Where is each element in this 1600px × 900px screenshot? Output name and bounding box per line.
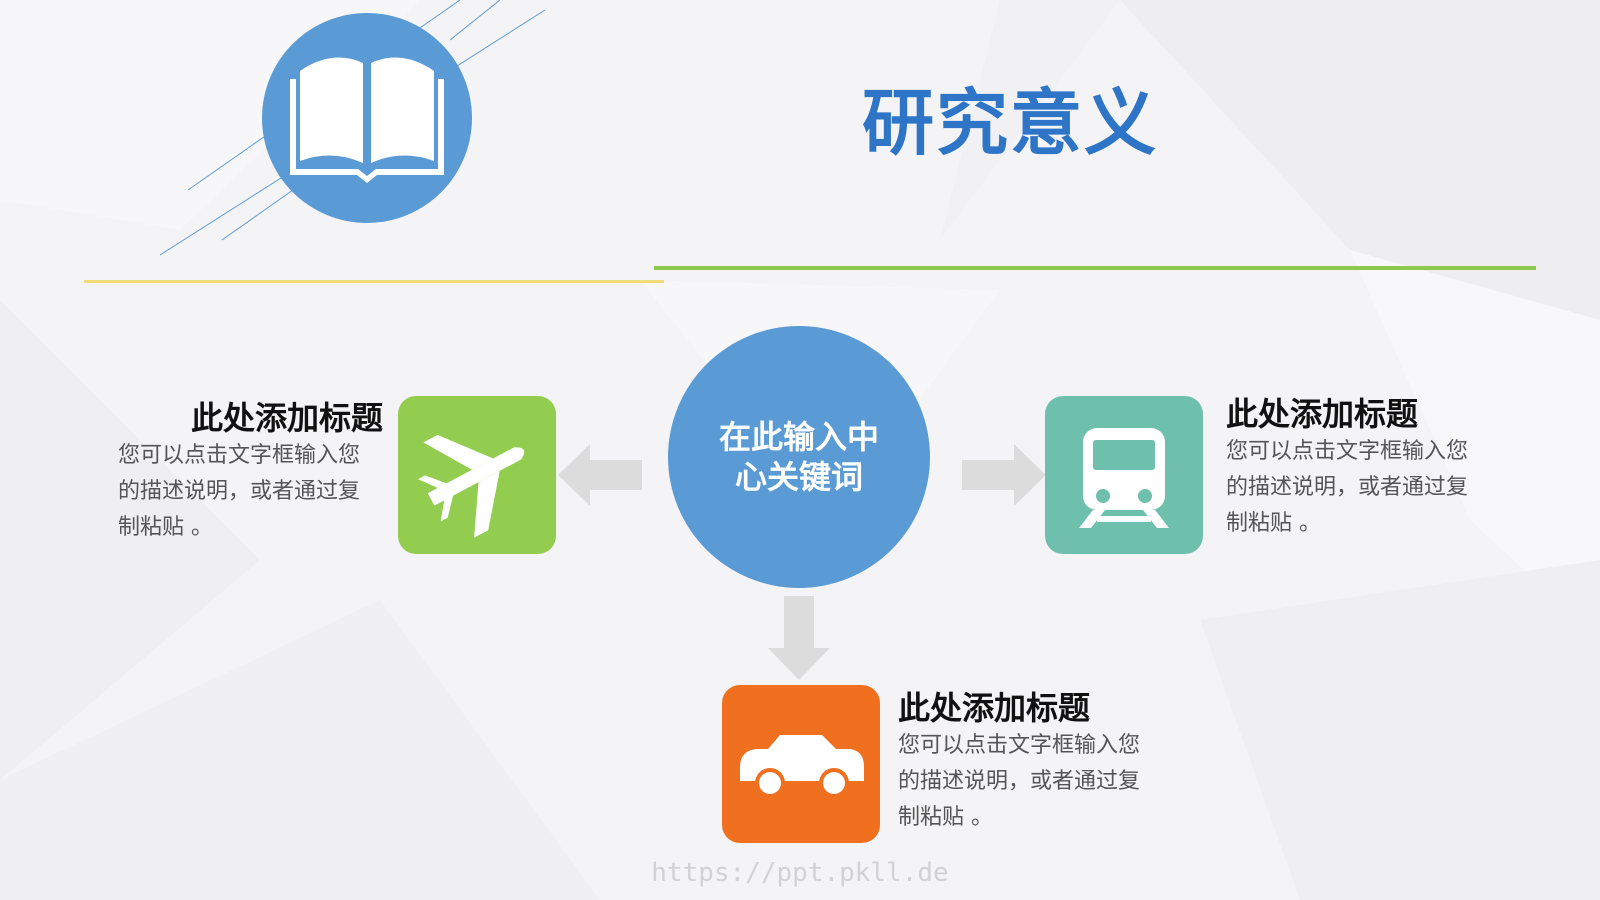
right-description: 您可以点击文字框输入您的描述说明，或者通过复制粘贴 。 bbox=[1226, 439, 1469, 536]
train-icon bbox=[1079, 428, 1169, 528]
divider-yellow bbox=[84, 280, 664, 283]
right-text-block: 此处添加标题 您可以点击文字框输入您的描述说明，或者通过复制粘贴 。 bbox=[1226, 394, 1491, 542]
left-text-block: 此处添加标题 您可以点击文字框输入您的描述说明，或者通过复制粘贴 。 bbox=[118, 398, 383, 546]
left-heading: 此处添加标题 bbox=[190, 399, 383, 437]
page-title: 研究意义 bbox=[861, 81, 1158, 165]
airplane-tile bbox=[398, 396, 556, 554]
book-icon bbox=[290, 57, 444, 183]
bottom-heading: 此处添加标题 bbox=[898, 689, 1091, 727]
center-keyword-text: 在此输入中心关键词 bbox=[718, 418, 879, 496]
car-tile bbox=[722, 685, 880, 843]
arrow-down-icon bbox=[768, 596, 830, 680]
car-icon bbox=[740, 735, 864, 798]
book-badge bbox=[262, 13, 472, 223]
bottom-description: 您可以点击文字框输入您的描述说明，或者通过复制粘贴 。 bbox=[898, 733, 1141, 830]
divider-green bbox=[654, 266, 1536, 270]
arrow-right-icon bbox=[962, 444, 1046, 506]
left-description: 您可以点击文字框输入您的描述说明，或者通过复制粘贴 。 bbox=[118, 443, 361, 540]
train-tile bbox=[1045, 396, 1203, 554]
airplane-icon bbox=[418, 434, 525, 538]
arrow-left-icon bbox=[558, 444, 642, 506]
watermark: https://ppt.pkll.de bbox=[651, 858, 949, 888]
bottom-text-block: 此处添加标题 您可以点击文字框输入您的描述说明，或者通过复制粘贴 。 bbox=[898, 688, 1163, 836]
right-heading: 此处添加标题 bbox=[1226, 395, 1419, 433]
center-keyword-circle: 在此输入中心关键词 bbox=[668, 326, 930, 588]
